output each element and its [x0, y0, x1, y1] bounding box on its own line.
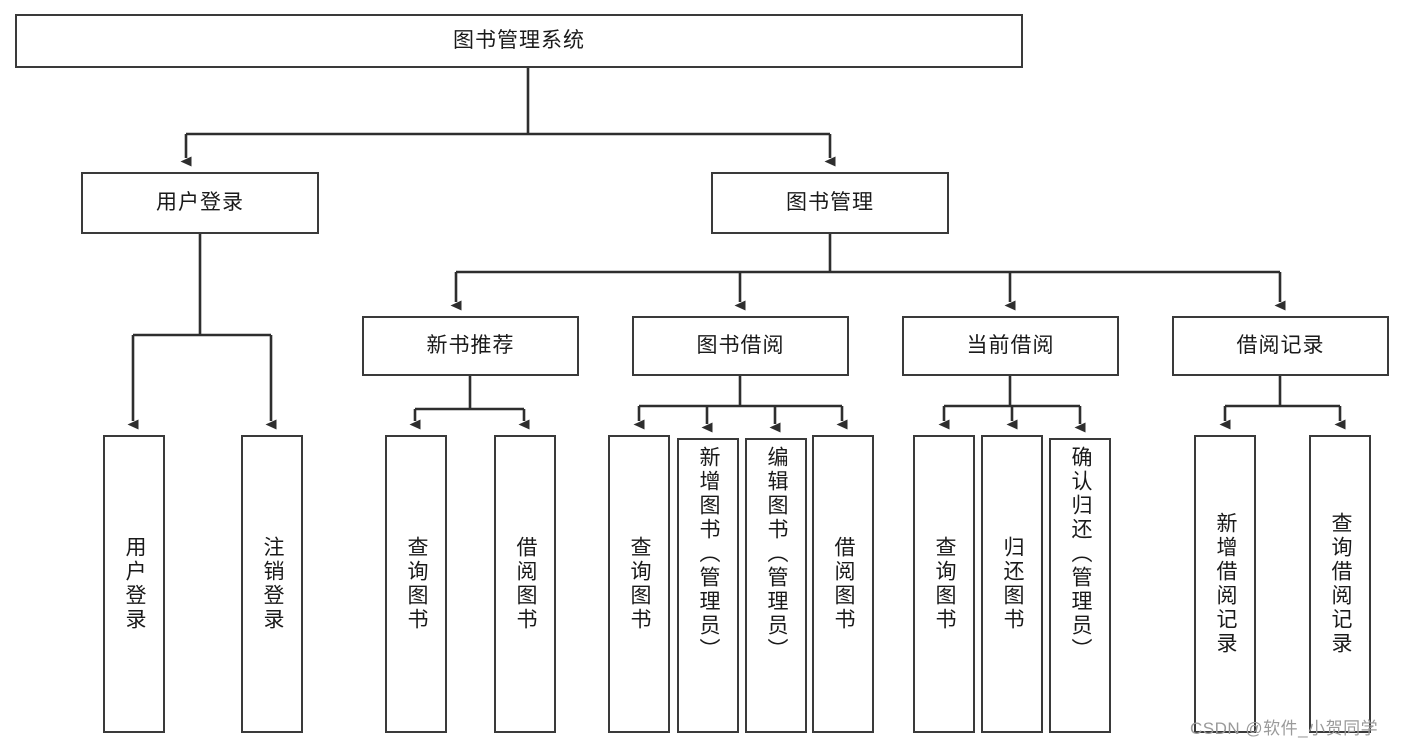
- node-leaf-add-borrow-record-label: 新增借阅记录: [1214, 512, 1238, 656]
- node-user-login[interactable]: 用户登录: [81, 172, 319, 234]
- node-leaf-add-book[interactable]: 新增图书（管理员）: [677, 438, 739, 733]
- node-leaf-user-login-label: 用户登录: [123, 536, 147, 632]
- node-leaf-user-login[interactable]: 用户登录: [103, 435, 165, 733]
- node-leaf-add-book-label: 新增图书（管理员）: [697, 446, 721, 662]
- node-book-borrow-label: 图书借阅: [696, 334, 785, 358]
- node-current-borrow-label: 当前借阅: [966, 334, 1055, 358]
- node-leaf-query-book-1[interactable]: 查询图书: [385, 435, 447, 733]
- node-leaf-query-borrow-record-label: 查询借阅记录: [1329, 512, 1353, 656]
- node-book-borrow[interactable]: 图书借阅: [632, 316, 849, 376]
- node-leaf-logout-login-label: 注销登录: [261, 536, 285, 632]
- node-book-management-label: 图书管理: [786, 191, 874, 215]
- node-leaf-query-book-3[interactable]: 查询图书: [913, 435, 975, 733]
- node-leaf-query-book-2-label: 查询图书: [628, 536, 652, 632]
- node-new-book-recommend-label: 新书推荐: [426, 334, 515, 358]
- node-root[interactable]: 图书管理系统: [15, 14, 1023, 68]
- node-leaf-borrow-book-1[interactable]: 借阅图书: [494, 435, 556, 733]
- node-leaf-query-book-1-label: 查询图书: [405, 536, 429, 632]
- node-borrow-record[interactable]: 借阅记录: [1172, 316, 1389, 376]
- node-leaf-confirm-return-label: 确认归还（管理员）: [1069, 446, 1093, 662]
- node-leaf-borrow-book-1-label: 借阅图书: [514, 536, 538, 632]
- node-new-book-recommend[interactable]: 新书推荐: [362, 316, 579, 376]
- node-leaf-query-borrow-record[interactable]: 查询借阅记录: [1309, 435, 1371, 733]
- node-borrow-record-label: 借阅记录: [1236, 334, 1325, 358]
- node-leaf-query-book-2[interactable]: 查询图书: [608, 435, 670, 733]
- node-book-management[interactable]: 图书管理: [711, 172, 949, 234]
- node-leaf-query-book-3-label: 查询图书: [933, 536, 957, 632]
- node-leaf-borrow-book-2-label: 借阅图书: [832, 536, 856, 632]
- node-user-login-label: 用户登录: [156, 191, 244, 215]
- watermark-text: CSDN @软件_小贺同学: [1190, 719, 1379, 738]
- node-leaf-edit-book-label: 编辑图书（管理员）: [765, 446, 789, 662]
- node-leaf-return-book-label: 归还图书: [1001, 536, 1025, 632]
- node-current-borrow[interactable]: 当前借阅: [902, 316, 1119, 376]
- node-leaf-borrow-book-2[interactable]: 借阅图书: [812, 435, 874, 733]
- node-leaf-edit-book[interactable]: 编辑图书（管理员）: [745, 438, 807, 733]
- node-leaf-logout-login[interactable]: 注销登录: [241, 435, 303, 733]
- node-root-label: 图书管理系统: [453, 29, 585, 53]
- node-leaf-confirm-return[interactable]: 确认归还（管理员）: [1049, 438, 1111, 733]
- node-leaf-add-borrow-record[interactable]: 新增借阅记录: [1194, 435, 1256, 733]
- node-leaf-return-book[interactable]: 归还图书: [981, 435, 1043, 733]
